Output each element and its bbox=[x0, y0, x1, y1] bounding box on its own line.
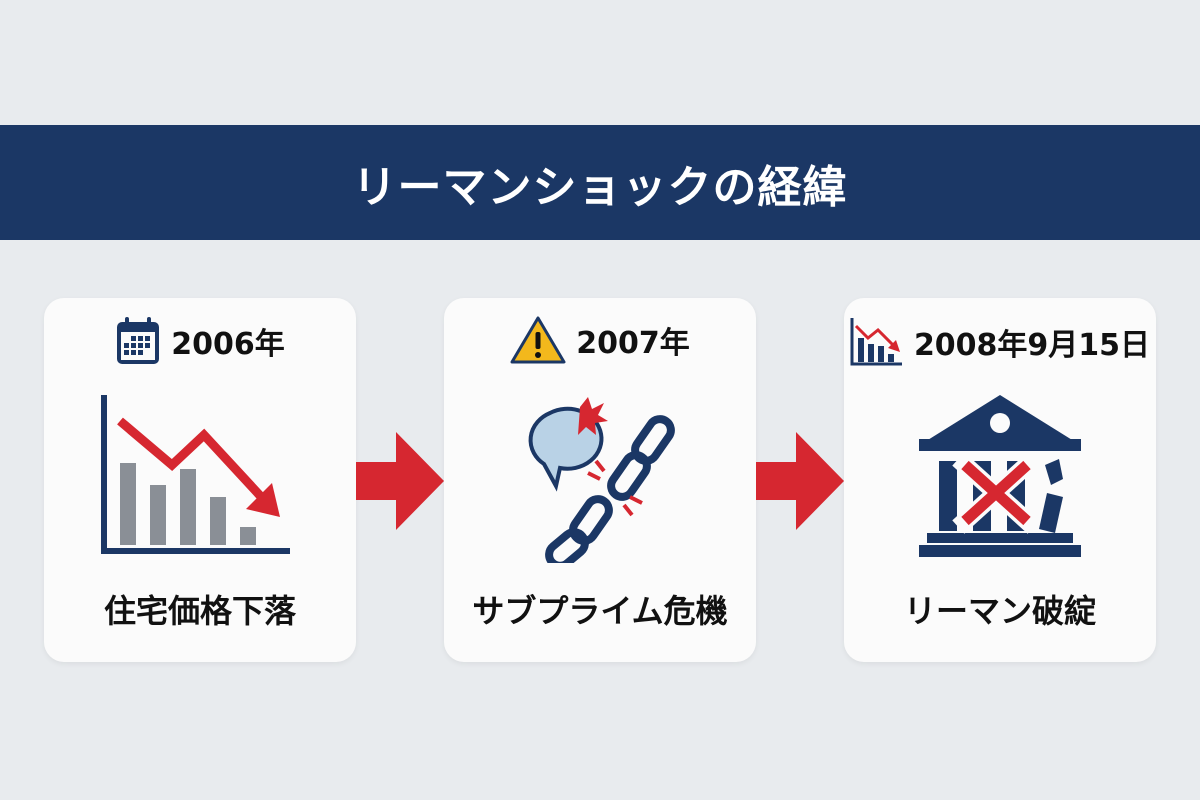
timeline-card-2008: 2008年9月15日 リーマン破綻 bbox=[844, 298, 1156, 662]
timeline-card-2007: 2007年 サブプライム危機 bbox=[444, 298, 756, 662]
step-label: サブプライム危機 bbox=[472, 592, 728, 630]
title-banner: リーマンショックの経緯 bbox=[0, 125, 1200, 240]
page-title: リーマンショックの経緯 bbox=[352, 161, 848, 213]
flow-arrow-icon bbox=[356, 432, 444, 530]
step-date: 2007年 bbox=[576, 326, 690, 361]
warning-icon bbox=[510, 316, 566, 364]
step-date: 2006年 bbox=[171, 327, 285, 362]
calendar-icon bbox=[117, 317, 160, 364]
step-date: 2008年9月15日 bbox=[913, 328, 1151, 363]
broken-chain-icon bbox=[528, 397, 675, 563]
collapsed-bank-icon bbox=[919, 395, 1081, 557]
falling-chart-icon bbox=[850, 318, 902, 366]
step-label: 住宅価格下落 bbox=[103, 592, 296, 630]
declining-bar-chart-icon bbox=[101, 395, 290, 554]
flow-arrow-icon bbox=[756, 432, 844, 530]
step-label: リーマン破綻 bbox=[903, 592, 1096, 630]
timeline-card-2006: 2006年 住宅価格下落 bbox=[44, 298, 356, 662]
